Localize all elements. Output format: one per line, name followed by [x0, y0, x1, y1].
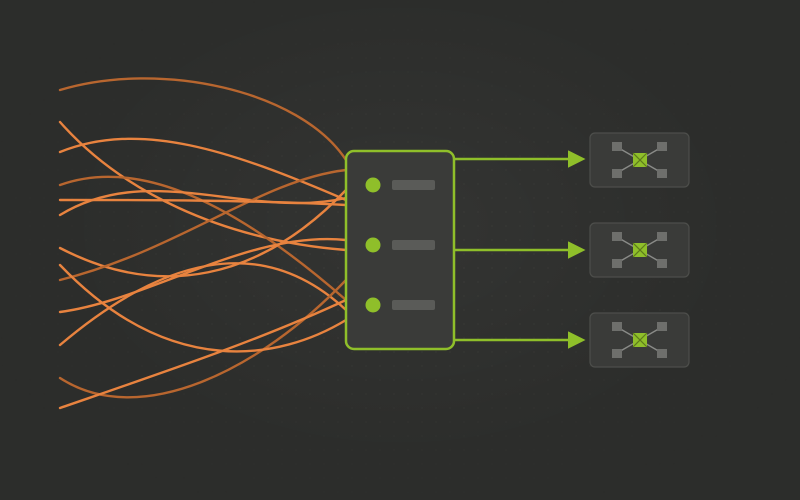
network-node-icon [589, 132, 690, 188]
port-bar [392, 300, 435, 310]
port-led [365, 237, 381, 253]
wire [58, 188, 348, 278]
hub-port [365, 177, 435, 193]
wire [58, 137, 348, 202]
hub-port [365, 297, 435, 313]
wire [58, 168, 348, 282]
wire [58, 263, 348, 353]
port-led [365, 177, 381, 193]
wire [58, 278, 348, 399]
wire [58, 120, 348, 252]
hub-port [365, 237, 435, 253]
wire [58, 77, 348, 162]
server-rack-icon [344, 149, 456, 351]
port-led [365, 297, 381, 313]
wire [58, 298, 348, 410]
wire [58, 262, 348, 347]
port-bar [392, 240, 435, 250]
network-node-icon [589, 312, 690, 368]
tangled-wires [58, 77, 348, 410]
wire [58, 198, 348, 207]
port-bar [392, 180, 435, 190]
network-node-icon [589, 222, 690, 278]
output-links [454, 150, 586, 349]
